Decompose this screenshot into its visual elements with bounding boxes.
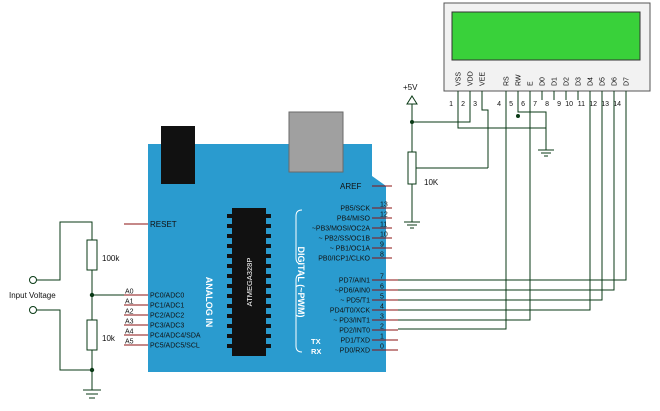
reset-label: RESET xyxy=(150,220,177,229)
digital-pin-number: 10 xyxy=(380,232,388,239)
lcd-pin-number: 10 xyxy=(565,101,573,108)
digital-pin-name: PB4/MISO xyxy=(337,216,371,223)
resistor-100k xyxy=(86,239,98,271)
resistor-100k-label: 100k xyxy=(102,254,120,263)
atmega-chip: ATMEGA328P xyxy=(227,208,271,356)
analog-pin-name: PC1/ADC1 xyxy=(150,303,184,310)
digital-pin-name: ~ PD5/T1 xyxy=(340,298,370,305)
digital-pin-number: 13 xyxy=(380,202,388,209)
lcd-pin-label: D7 xyxy=(624,77,631,86)
tx-label: TX xyxy=(311,337,321,346)
lcd-pin-label: VSS xyxy=(456,72,463,86)
lcd-screen xyxy=(451,11,641,61)
lcd-pin-label: D2 xyxy=(564,77,571,86)
digital-pin-number: 8 xyxy=(380,252,384,259)
potentiometer-label: 10K xyxy=(424,178,439,187)
digital-pin-number: 9 xyxy=(380,242,384,249)
resistor-10k xyxy=(86,319,98,351)
digital-pin-name: PD2/INT0 xyxy=(339,328,370,335)
input-voltage-label: Input Voltage xyxy=(9,291,56,300)
digital-pin-name: ~PB3/MOSI/OC2A xyxy=(312,226,370,233)
digital-pin-number: 3 xyxy=(380,314,384,321)
digital-pin-number: 4 xyxy=(380,304,384,311)
power-jack xyxy=(161,126,195,184)
digital-pin-name: PD4/T0/XCK xyxy=(330,308,370,315)
digital-pin-number: 1 xyxy=(380,334,384,341)
digital-pin-name: ~PD6/AIN0 xyxy=(335,288,370,295)
digital-title: DIGITAL (~PWM) xyxy=(296,247,306,318)
lcd-pin-number: 8 xyxy=(545,101,549,108)
digital-pin-name: PB5/SCK xyxy=(340,206,370,213)
voltage-divider: 100k 10k Input Voltage xyxy=(9,221,124,399)
analog-pin-name: PC4/ADC4/SDA xyxy=(150,333,201,340)
lcd-pin-label: VDD xyxy=(468,71,475,86)
digital-pin-name: PD0/RXD xyxy=(340,348,370,355)
lcd-pin-label: RW xyxy=(516,74,523,86)
analog-pin-ext: A4 xyxy=(125,329,134,336)
digital-pin-name: ~ PD3/INT1 xyxy=(333,318,370,325)
lcd-pin-label: VEE xyxy=(480,72,487,86)
digital-pin-number: 5 xyxy=(380,294,384,301)
lcd-pin-number: 12 xyxy=(589,101,597,108)
power-label: +5V xyxy=(403,83,418,92)
digital-pin-name: PB0/ICP1/CLKO xyxy=(318,256,370,263)
input-terminal-bottom xyxy=(29,306,37,314)
arduino-pin-group: A0PC0/ADC0A1PC1/ADC1A2PC2/ADC2A3PC3/ADC3… xyxy=(124,202,398,355)
lcd-pin-number: 14 xyxy=(613,101,621,108)
digital-pin-number: 7 xyxy=(380,274,384,281)
lcd-pin-number: 11 xyxy=(578,101,585,108)
lcd-wiring xyxy=(398,98,627,330)
digital-pin-name: ~ PB1/OC1A xyxy=(330,246,371,253)
lcd-pin-number: 2 xyxy=(461,101,465,108)
lcd-pin-label: D3 xyxy=(576,77,583,86)
analog-pin-name: PC2/ADC2 xyxy=(150,313,184,320)
lcd-pin-number: 3 xyxy=(473,101,477,108)
lcd-pin-label: E xyxy=(528,81,535,86)
digital-pin-name: PD7/AIN1 xyxy=(339,278,370,285)
lcd-pin-group: VSS 1 VDD 2 VEE 3 RS 4 RW 5 E 6 D0 7 D1 8 D2 9 D3 10 D4 11 D5 1… xyxy=(449,71,630,108)
lcd-pin-number: 1 xyxy=(449,101,453,108)
analog-pin-name: PC5/ADC5/SCL xyxy=(150,343,200,350)
digital-pin-name: ~ PB2/SS/OC1B xyxy=(318,236,370,243)
analog-pin-ext: A1 xyxy=(125,299,134,306)
analog-pin-name: PC0/ADC0 xyxy=(150,293,184,300)
digital-pin-number: 2 xyxy=(380,324,384,331)
aref-label: AREF xyxy=(340,182,361,191)
digital-pin-number: 0 xyxy=(380,344,384,351)
lcd-pin-label: RS xyxy=(504,76,511,86)
lcd-pin-label: D1 xyxy=(552,77,559,86)
input-terminal-top xyxy=(29,276,37,284)
analog-in-title: ANALOG IN xyxy=(204,277,214,328)
analog-pin-name: PC3/ADC3 xyxy=(150,323,184,330)
digital-pin-number: 11 xyxy=(380,222,387,229)
resistor-10k-label: 10k xyxy=(102,334,116,343)
lcd-pin-number: 6 xyxy=(521,101,525,108)
power-supply: +5V 10K xyxy=(403,83,488,229)
lcd-pin-label: D5 xyxy=(600,77,607,86)
digital-pin-number: 6 xyxy=(380,284,384,291)
arduino-board: ATMEGA328P ANALOG IN DIGITAL (~PWM) TX R… xyxy=(148,111,386,372)
lcd-pin-number: 4 xyxy=(497,101,501,108)
digital-pin-name: PD1/TXD xyxy=(340,338,370,345)
lcd-pin-label: D6 xyxy=(612,77,619,86)
analog-pin-ext: A2 xyxy=(125,309,134,316)
lcd-pin-number: 5 xyxy=(509,101,513,108)
usb-port xyxy=(288,111,344,173)
rx-label: RX xyxy=(311,347,321,356)
lcd-module: VSS 1 VDD 2 VEE 3 RS 4 RW 5 E 6 D0 7 D1 8 D2 9 D3 10 D4 11 D5 1… xyxy=(443,2,651,108)
lcd-pin-label: D0 xyxy=(540,77,547,86)
analog-pin-ext: A3 xyxy=(125,319,134,326)
digital-pin-number: 12 xyxy=(380,212,388,219)
lcd-pin-number: 13 xyxy=(601,101,609,108)
lcd-pin-label: D4 xyxy=(588,77,595,86)
lcd-pin-number: 7 xyxy=(533,101,537,108)
lcd-pin-number: 9 xyxy=(557,101,561,108)
analog-pin-ext: A0 xyxy=(125,289,134,296)
chip-label: ATMEGA328P xyxy=(245,258,254,307)
potentiometer xyxy=(407,151,417,185)
power-arrow-icon xyxy=(406,95,418,105)
analog-pin-ext: A5 xyxy=(125,339,134,346)
